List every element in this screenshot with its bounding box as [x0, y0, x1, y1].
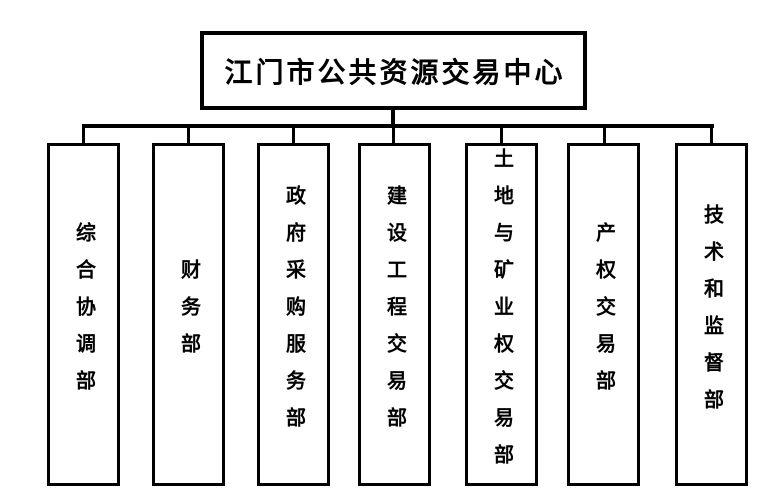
connector-stub-6	[603, 126, 606, 144]
connector-stub-7	[710, 126, 713, 144]
connector-rail	[82, 124, 714, 128]
dept-label: 技术和监督部	[700, 203, 723, 426]
connector-stub-2	[187, 126, 190, 144]
dept-label: 政府采购服务部	[282, 185, 305, 444]
connector-stub-4	[392, 126, 395, 144]
dept-box-property-rights-trading: 产权交易部	[567, 143, 640, 486]
dept-box-government-procurement: 政府采购服务部	[257, 143, 330, 486]
dept-label: 综合协调部	[72, 222, 95, 407]
dept-box-land-mining-trading: 土地与矿业权交易部	[465, 143, 538, 486]
org-root-box: 江门市公共资源交易中心	[200, 31, 587, 110]
dept-box-finance: 财务部	[152, 143, 225, 486]
connector-stub-5	[500, 126, 503, 144]
dept-box-general-coordination: 综合协调部	[47, 143, 120, 486]
dept-label: 产权交易部	[592, 222, 615, 407]
dept-box-construction-trading: 建设工程交易部	[358, 143, 431, 486]
connector-stub-3	[292, 126, 295, 144]
connector-stub-1	[82, 126, 85, 144]
dept-label: 土地与矿业权交易部	[490, 148, 513, 481]
connector-stem	[391, 108, 395, 126]
dept-box-technology-supervision: 技术和监督部	[675, 143, 748, 486]
dept-label: 建设工程交易部	[383, 185, 406, 444]
org-root-label: 江门市公共资源交易中心	[224, 57, 566, 89]
dept-label: 财务部	[177, 259, 200, 370]
